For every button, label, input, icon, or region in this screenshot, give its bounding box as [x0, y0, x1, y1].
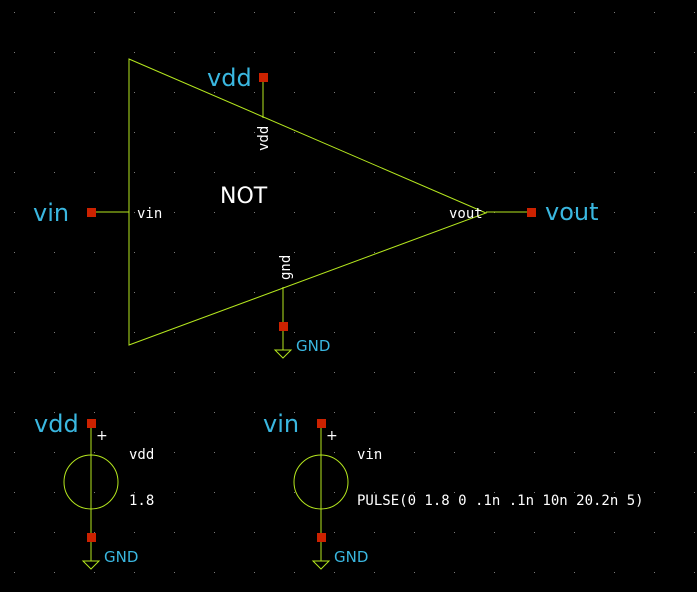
inverter-pin-vin-label: vin	[137, 206, 162, 222]
vin-source-net-label[interactable]: vin	[263, 410, 299, 438]
net-label-vout[interactable]: vout	[545, 198, 599, 226]
inverter-pin-vdd-label: vdd	[256, 126, 272, 151]
net-label-vdd[interactable]: vdd	[207, 64, 252, 92]
inverter-pin-gnd-label: gnd	[278, 255, 294, 280]
ground-icon[interactable]	[81, 542, 101, 570]
inverter-name: NOT	[220, 184, 268, 209]
ground-icon[interactable]	[273, 331, 293, 359]
vin-source-plus: +	[326, 428, 338, 444]
pin-vin[interactable]	[87, 208, 96, 217]
vin-source-pin-bottom[interactable]	[317, 533, 326, 542]
vdd-source-value: 1.8	[129, 493, 154, 509]
vdd-source-pin-top[interactable]	[87, 419, 96, 428]
vin-source-gnd-label: GND	[334, 548, 368, 566]
vdd-source-name: vdd	[129, 447, 154, 463]
pin-vdd[interactable]	[259, 73, 268, 82]
vdd-source-net-label[interactable]: vdd	[34, 410, 79, 438]
pin-gnd-inverter[interactable]	[279, 322, 288, 331]
vin-source-pin-top[interactable]	[317, 419, 326, 428]
inverter-symbol[interactable]: NOT vin vout vdd gnd	[92, 58, 531, 346]
inverter-triangle	[128, 58, 488, 346]
ground-icon[interactable]	[311, 542, 331, 570]
net-label-vin[interactable]: vin	[33, 199, 69, 227]
vdd-source-gnd-label: GND	[104, 548, 138, 566]
vdd-source[interactable]: vdd + vdd 1.8 GND	[34, 410, 154, 570]
pin-vout[interactable]	[527, 208, 536, 217]
inverter-pin-vout-label: vout	[449, 206, 483, 222]
vin-source-name: vin	[357, 447, 382, 463]
grid-dots	[14, 12, 695, 573]
gnd-label-inverter: GND	[296, 337, 330, 355]
vin-source-value: PULSE(0 1.8 0 .1n .1n 10n 20.2n 5)	[357, 493, 644, 509]
vdd-source-plus: +	[96, 428, 108, 444]
vin-source[interactable]: vin + vin PULSE(0 1.8 0 .1n .1n 10n 20.2…	[263, 410, 644, 570]
vdd-source-pin-bottom[interactable]	[87, 533, 96, 542]
